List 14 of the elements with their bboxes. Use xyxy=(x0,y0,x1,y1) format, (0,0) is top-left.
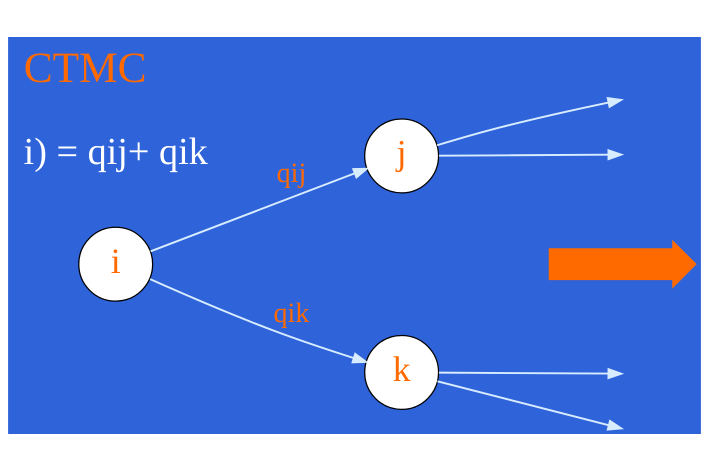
diagram-title: CTMC xyxy=(24,44,146,92)
node-arrow xyxy=(548,240,697,289)
arrow xyxy=(438,148,624,161)
arrow xyxy=(438,368,624,380)
node-circle: i xyxy=(78,226,154,302)
node-circle: j xyxy=(364,118,440,194)
arrow xyxy=(150,278,369,364)
node-circle: k xyxy=(364,334,440,410)
arrow xyxy=(437,380,624,431)
edge-label: qij xyxy=(276,158,306,190)
arrow xyxy=(150,168,370,252)
edge-label: qik xyxy=(274,298,310,330)
label: i) = qij+ qik xyxy=(24,131,208,174)
arrow xyxy=(436,97,624,146)
